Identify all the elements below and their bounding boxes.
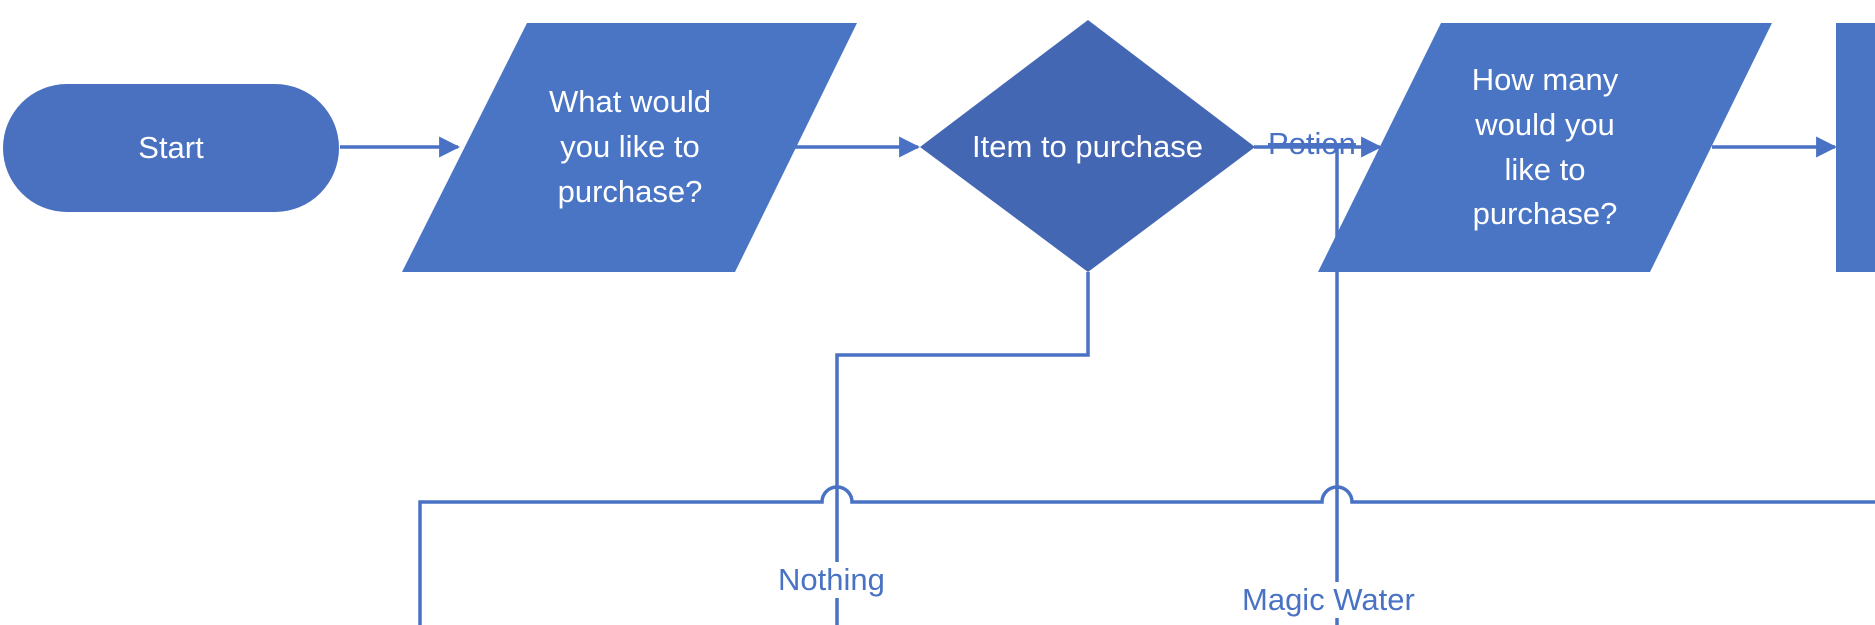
start-node-shape xyxy=(3,84,339,212)
next-process-node-shape xyxy=(1836,23,1875,272)
edge-label-potion: Potion xyxy=(1268,126,1356,161)
edge-label-magic-water: Magic Water xyxy=(1240,582,1417,618)
connectors xyxy=(340,136,1875,625)
decision-node-shape xyxy=(920,20,1255,272)
edge-loop-back-horizontal xyxy=(418,485,1875,625)
ask-quantity-node-label: How many would you like to purchase? xyxy=(1471,61,1619,232)
edge-decision-nothing xyxy=(835,272,1090,625)
edge-label-nothing: Nothing xyxy=(776,562,887,598)
decision-node-label: Item to purchase xyxy=(972,128,1203,164)
start-node-label: Start xyxy=(138,129,204,165)
ask-item-node-shape xyxy=(402,23,857,272)
ask-item-node-label: What would you like to purchase? xyxy=(549,84,711,209)
ask-quantity-node-shape xyxy=(1318,23,1772,272)
nodes xyxy=(3,20,1875,272)
